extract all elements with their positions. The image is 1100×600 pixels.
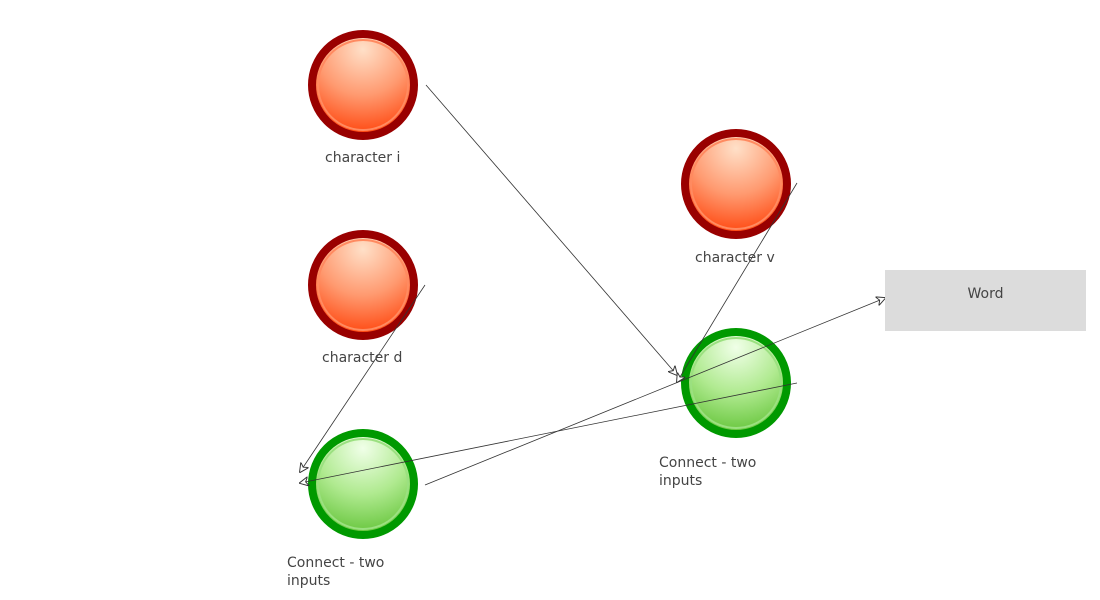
edge-i-to-connect-right [425, 84, 677, 375]
label-character-v: character v [695, 250, 775, 266]
node-character-d[interactable] [308, 230, 418, 340]
node-connect-right[interactable] [681, 328, 791, 438]
edge-connect-right-to-left [300, 382, 798, 483]
node-connect-left[interactable] [308, 429, 418, 539]
edge-d-to-connect-left [300, 284, 426, 472]
label-character-i: character i [325, 150, 401, 166]
node-character-v[interactable] [681, 129, 791, 239]
label-connect-left: Connect - two inputs [287, 555, 385, 589]
edge-v-to-connect-right [677, 182, 798, 382]
edge-connect-left-to-word [424, 298, 885, 486]
label-character-d: character d [322, 350, 403, 366]
label-connect-right: Connect - two inputs [659, 455, 757, 489]
node-character-i[interactable] [308, 30, 418, 140]
label-word: Word [967, 286, 1004, 302]
node-word[interactable]: Word [885, 270, 1086, 331]
